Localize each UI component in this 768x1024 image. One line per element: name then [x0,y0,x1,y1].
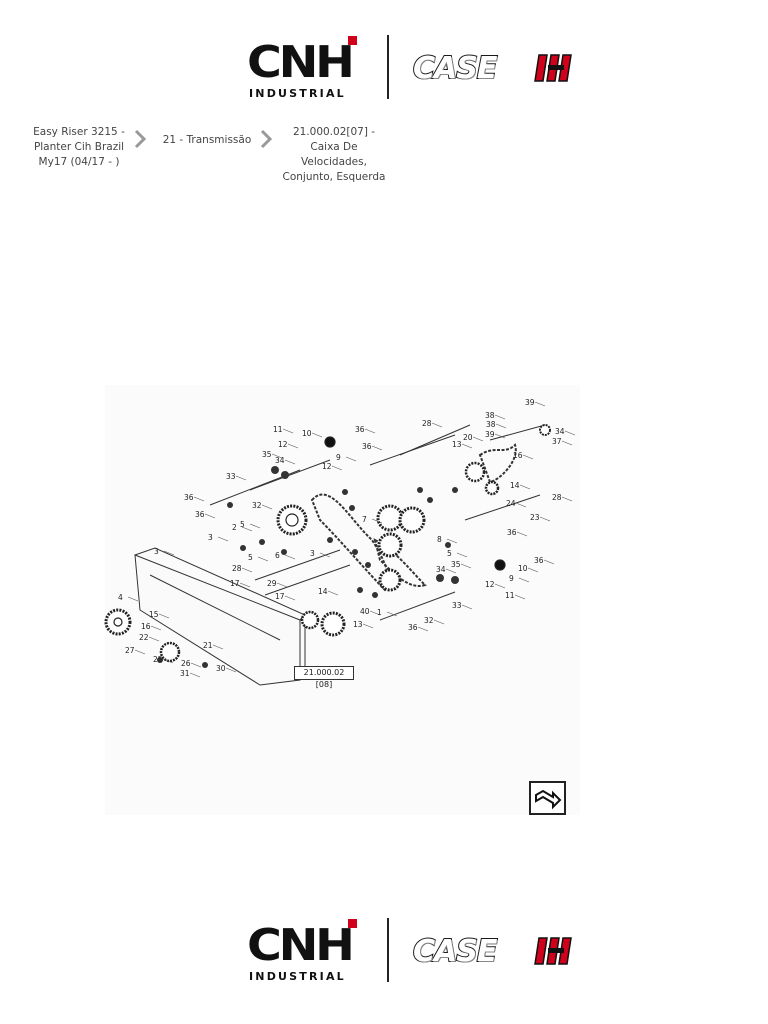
breadcrumb-item-section[interactable]: 21 - Transmissão [162,134,252,146]
logo-divider [387,918,389,982]
ih-mark-icon [534,54,572,82]
ih-mark-icon [534,937,572,965]
return-arrow-icon [535,789,562,810]
cnh-industrial-logo: CNH INDUSTRIAL [247,35,367,101]
case-ih-logo: CASE [412,50,583,87]
reference-label[interactable]: 21.000.02 [08] [294,666,354,689]
chevron-right-icon [260,129,273,149]
case-ih-logo: CASE [412,933,583,970]
breadcrumb-item-model[interactable]: Easy Riser 3215 - Planter Cih Brazil My1… [33,126,125,168]
cnh-industrial-logo: CNH INDUSTRIAL [247,918,367,984]
breadcrumb: Easy Riser 3215 - Planter Cih Brazil My1… [0,125,768,183]
logo-divider [387,35,389,99]
return-button[interactable] [529,781,566,815]
chevron-right-icon [134,129,147,149]
breadcrumb-item-assembly[interactable]: 21.000.02[07] - Caixa De Velocidades, Co… [282,126,386,183]
header-logos: CNH INDUSTRIAL CASE [245,35,585,101]
parts-diagram-area [105,385,580,815]
footer-logos: CNH INDUSTRIAL CASE [245,918,585,984]
